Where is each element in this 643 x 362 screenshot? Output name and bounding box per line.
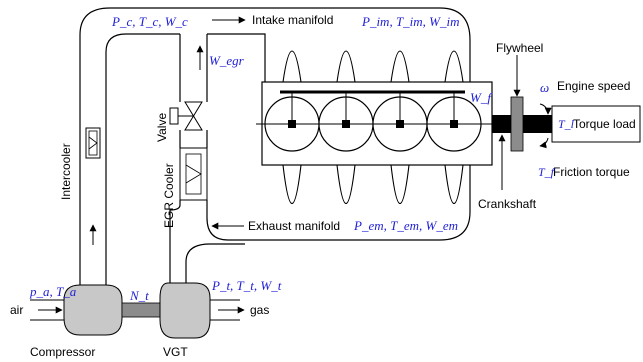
intake-pipe-inner-right	[207, 33, 266, 82]
intake-pipe-outer	[79, 7, 471, 285]
flywheel-label: Flywheel	[496, 41, 543, 55]
ambient-variables: p_a, T_a	[29, 284, 77, 299]
compressor-out-variables: P_c, T_c, W_c	[111, 14, 188, 29]
intercooler	[85, 127, 101, 159]
turbo-speed-variable: N_t	[129, 288, 149, 303]
intake-variables: P_im, T_im, W_im	[361, 14, 460, 29]
heat-exchanger-icon	[185, 164, 202, 184]
egr-flow-variable: W_egr	[209, 53, 245, 68]
egr-cooler-label: EGR Cooler	[162, 163, 176, 228]
exhaust-pipe-outer	[185, 243, 245, 283]
compressor	[63, 284, 123, 336]
intake-manifold-label: Intake manifold	[252, 13, 333, 27]
valve-icon	[184, 101, 203, 131]
fuel-flow-variable: W_f	[470, 90, 493, 105]
valve-label: Valve	[155, 113, 169, 142]
vgt-label: VGT	[163, 345, 188, 359]
heat-exchanger-icon	[88, 136, 98, 150]
egr-valve	[169, 101, 203, 131]
crankshaft	[492, 115, 514, 133]
intercooler-label: Intercooler	[59, 143, 73, 200]
friction-torque-variable: T_f	[538, 165, 556, 179]
output-shaft	[523, 115, 553, 133]
turbine-variables: P_t, T_t, W_t	[211, 278, 282, 293]
compressor-label: Compressor	[30, 345, 95, 359]
vgt-turbine	[159, 282, 211, 339]
crankshaft-label: Crankshaft	[478, 197, 537, 211]
turbo-shaft	[121, 302, 165, 318]
load-box	[551, 105, 641, 143]
gas-label: gas	[250, 303, 269, 317]
omega-variable: ω	[540, 80, 549, 95]
speed-rotation-icon	[539, 103, 552, 115]
air-label: air	[10, 303, 23, 317]
torque-load-label: Torque load	[573, 117, 636, 131]
torque-rotation-icon	[539, 137, 549, 149]
exhaust-manifold-label: Exhaust manifold	[248, 219, 340, 233]
intake-pipe-inner	[105, 33, 180, 285]
intake-runners	[282, 50, 464, 83]
egr-pipe-right-bottom	[206, 165, 471, 241]
load-torque-variable: T_l	[558, 117, 575, 131]
egr-pipe-left-bottom	[169, 200, 181, 283]
engine-speed-label: Engine speed	[557, 79, 630, 93]
cylinders	[256, 92, 494, 152]
egr-cooler	[179, 147, 208, 201]
exhaust-variables: P_em, T_em, W_em	[353, 218, 458, 233]
flywheel	[510, 96, 524, 152]
exhaust-runners	[282, 164, 464, 204]
friction-torque-label: Friction torque	[553, 165, 630, 179]
